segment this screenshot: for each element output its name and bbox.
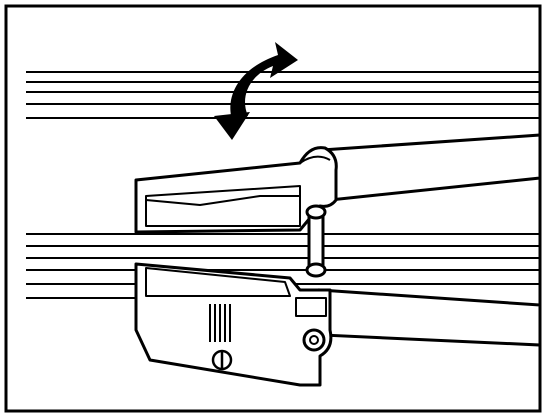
upper-paper-stack [26, 71, 540, 119]
lower-jaw-top-face [145, 267, 291, 297]
outer-border [4, 4, 542, 413]
curved-arrow-body [230, 42, 298, 120]
upper-jaw-ridge [145, 195, 300, 206]
upper-jaw-face [145, 185, 301, 227]
pin-bottom-head [305, 262, 327, 278]
upper-jaw-pivot-cap [299, 155, 331, 164]
grip-ridges [209, 304, 231, 342]
lower-jaw-latch [295, 297, 327, 317]
curved-arrow-head [214, 112, 250, 140]
lower-clamp-jaw [134, 262, 333, 387]
lower-jaw-pivot [302, 328, 326, 352]
pin-top-head [305, 204, 327, 220]
connecting-pin [305, 204, 327, 278]
rotation-arrow-icon [214, 42, 298, 140]
lower-jaw-pivot-inner [309, 335, 319, 345]
lower-jaw-body [134, 262, 333, 387]
adjustment-screw [211, 349, 233, 371]
upper-clamp-jaw [134, 146, 338, 234]
